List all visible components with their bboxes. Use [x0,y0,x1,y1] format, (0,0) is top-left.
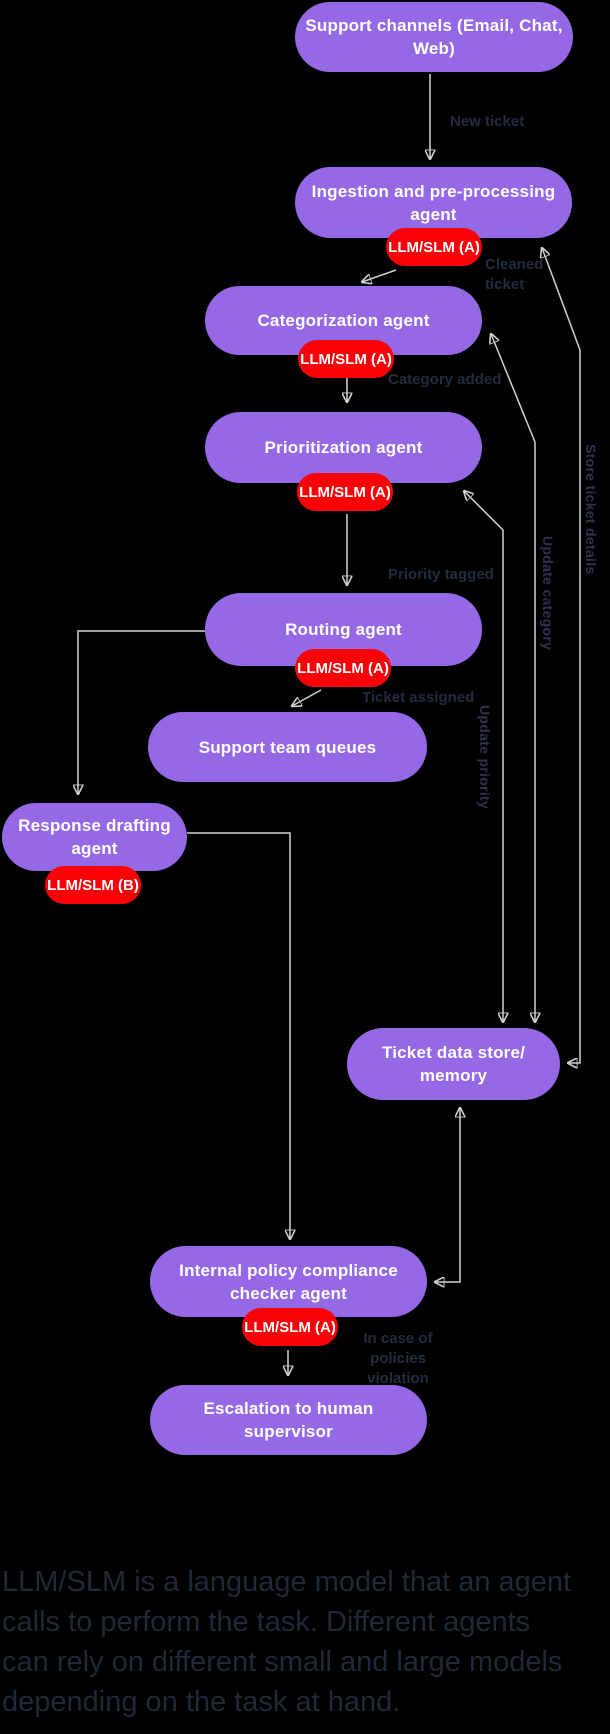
caption-line: LLM/SLM is a language model that an agen… [2,1566,572,1598]
edge-label-new-ticket: New ticket [450,113,525,130]
edge-update-category [491,334,535,1022]
node-ticket-data-store: Ticket data store/ memory [347,1028,560,1100]
node-policy-compliance-agent: Internal policy compliance checker agent [150,1246,427,1317]
edge-label-priority-tagged: Priority tagged [388,566,494,583]
llm-badge-compliance: LLM/SLM (A) [242,1308,338,1346]
llm-badge-prioritization: LLM/SLM (A) [297,473,393,511]
edge-ingestion-to-categorization [362,269,397,282]
llm-badge-response-drafting: LLM/SLM (B) [45,866,141,904]
llm-badge-ingestion: LLM/SLM (A) [386,228,482,266]
edge-label-store-ticket-details: Store ticket details [583,444,599,575]
llm-badge-categorization: LLM/SLM (A) [298,340,394,378]
edge-label-cleaned-ticket: Cleaned ticket [485,256,544,293]
node-response-drafting-agent: Response drafting agent [2,803,187,871]
edge-store-ticket-details [542,248,581,1063]
caption-line: calls to perform the task. Different age… [2,1606,531,1638]
edge-routing-to-queues [292,689,322,706]
edge-routing-to-response-drafting [78,630,205,794]
caption-line: depending on the task at hand. [2,1686,401,1718]
node-support-team-queues: Support team queues [148,712,427,782]
llm-badge-routing: LLM/SLM (A) [295,649,391,687]
caption-line: can rely on different small and large mo… [2,1646,563,1678]
node-prioritization-agent: Prioritization agent [205,412,482,483]
edge-label-update-priority: Update priority [477,705,493,810]
edge-label-ticket-assigned: Ticket assigned [362,689,475,706]
caption: LLM/SLM is a language model that an agen… [2,1562,571,1722]
edge-label-policies-violation: In case of policies violation [363,1330,433,1387]
edge-label-update-category: Update category [540,536,556,651]
edge-store-to-compliance [435,1108,460,1282]
edge-response-drafting-to-compliance [187,832,290,1239]
node-escalation-human-supervisor: Escalation to human supervisor [150,1385,427,1455]
edge-label-category-added: Category added [388,371,502,388]
node-ingestion-agent: Ingestion and pre-processing agent [295,167,572,238]
node-support-channels: Support channels (Email, Chat, Web) [295,2,573,72]
